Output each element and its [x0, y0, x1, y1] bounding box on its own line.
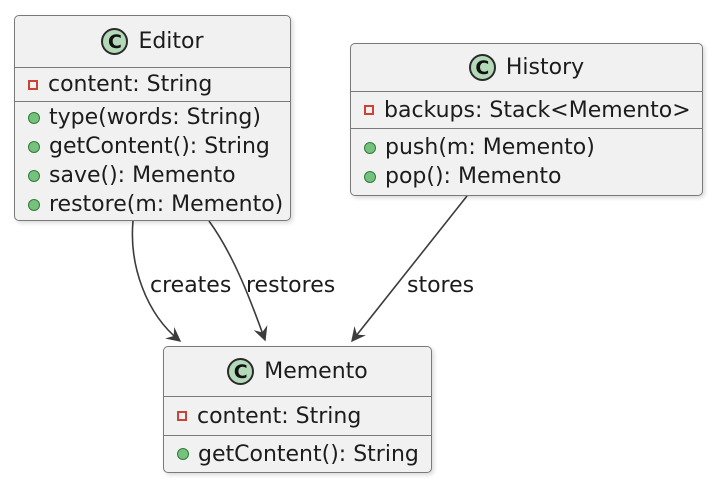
class-icon: C	[227, 358, 255, 385]
edge-stores-line	[351, 195, 468, 343]
field-row: content: String	[28, 70, 282, 99]
method-row: restore(m: Memento)	[28, 190, 284, 219]
method-row: type(words: String)	[28, 103, 282, 132]
method-icon	[28, 111, 40, 124]
method-row: push(m: Memento)	[364, 133, 694, 162]
field-text: content: String	[48, 72, 213, 97]
field-icon	[28, 79, 38, 90]
field-icon	[177, 411, 187, 421]
method-text: getContent(): String	[49, 134, 270, 159]
field-row: content: String	[177, 402, 423, 431]
method-icon	[28, 140, 40, 153]
method-text: restore(m: Memento)	[49, 192, 284, 217]
method-row: getContent(): String	[177, 440, 423, 469]
class-editor-fields: content: String	[15, 68, 290, 102]
field-icon	[364, 105, 374, 115]
method-icon	[28, 169, 40, 182]
edge-label-stores: stores	[407, 273, 475, 298]
class-memento-name: Memento	[264, 359, 368, 384]
class-history-fields: backups: Stack<Memento>	[351, 92, 702, 129]
class-history-header: C History	[351, 44, 702, 92]
class-editor-header: C Editor	[15, 16, 290, 68]
method-icon	[28, 198, 40, 211]
edge-label-creates: creates	[150, 273, 232, 298]
field-row: backups: Stack<Memento>	[364, 96, 694, 125]
class-icon: C	[468, 54, 496, 81]
class-memento-methods: getContent(): String	[164, 436, 431, 472]
method-text: getContent(): String	[198, 441, 419, 467]
field-text: content: String	[197, 403, 362, 429]
class-memento-header: C Memento	[164, 347, 431, 397]
field-text: backups: Stack<Memento>	[384, 97, 691, 123]
class-memento-fields: content: String	[164, 397, 431, 436]
method-row: pop(): Memento	[364, 162, 694, 191]
method-text: push(m: Memento)	[385, 135, 595, 160]
class-editor-methods: type(words: String) getContent(): String…	[15, 102, 290, 220]
class-history-methods: push(m: Memento) pop(): Memento	[351, 129, 702, 195]
edge-label-restores: restores	[246, 273, 336, 298]
method-text: type(words: String)	[49, 105, 261, 130]
method-row: getContent(): String	[28, 132, 282, 161]
class-icon: C	[101, 28, 129, 55]
method-icon	[177, 448, 189, 460]
class-editor-name: Editor	[138, 29, 204, 54]
class-memento: C Memento content: String getContent(): …	[163, 346, 432, 473]
class-editor: C Editor content: String type(words: Str…	[14, 15, 291, 221]
method-text: save(): Memento	[49, 163, 236, 188]
class-history: C History backups: Stack<Memento> push(m…	[350, 43, 703, 196]
method-row: save(): Memento	[28, 161, 282, 190]
method-icon	[364, 141, 376, 154]
method-text: pop(): Memento	[385, 164, 562, 189]
method-icon	[364, 170, 376, 183]
class-history-name: History	[505, 55, 585, 80]
